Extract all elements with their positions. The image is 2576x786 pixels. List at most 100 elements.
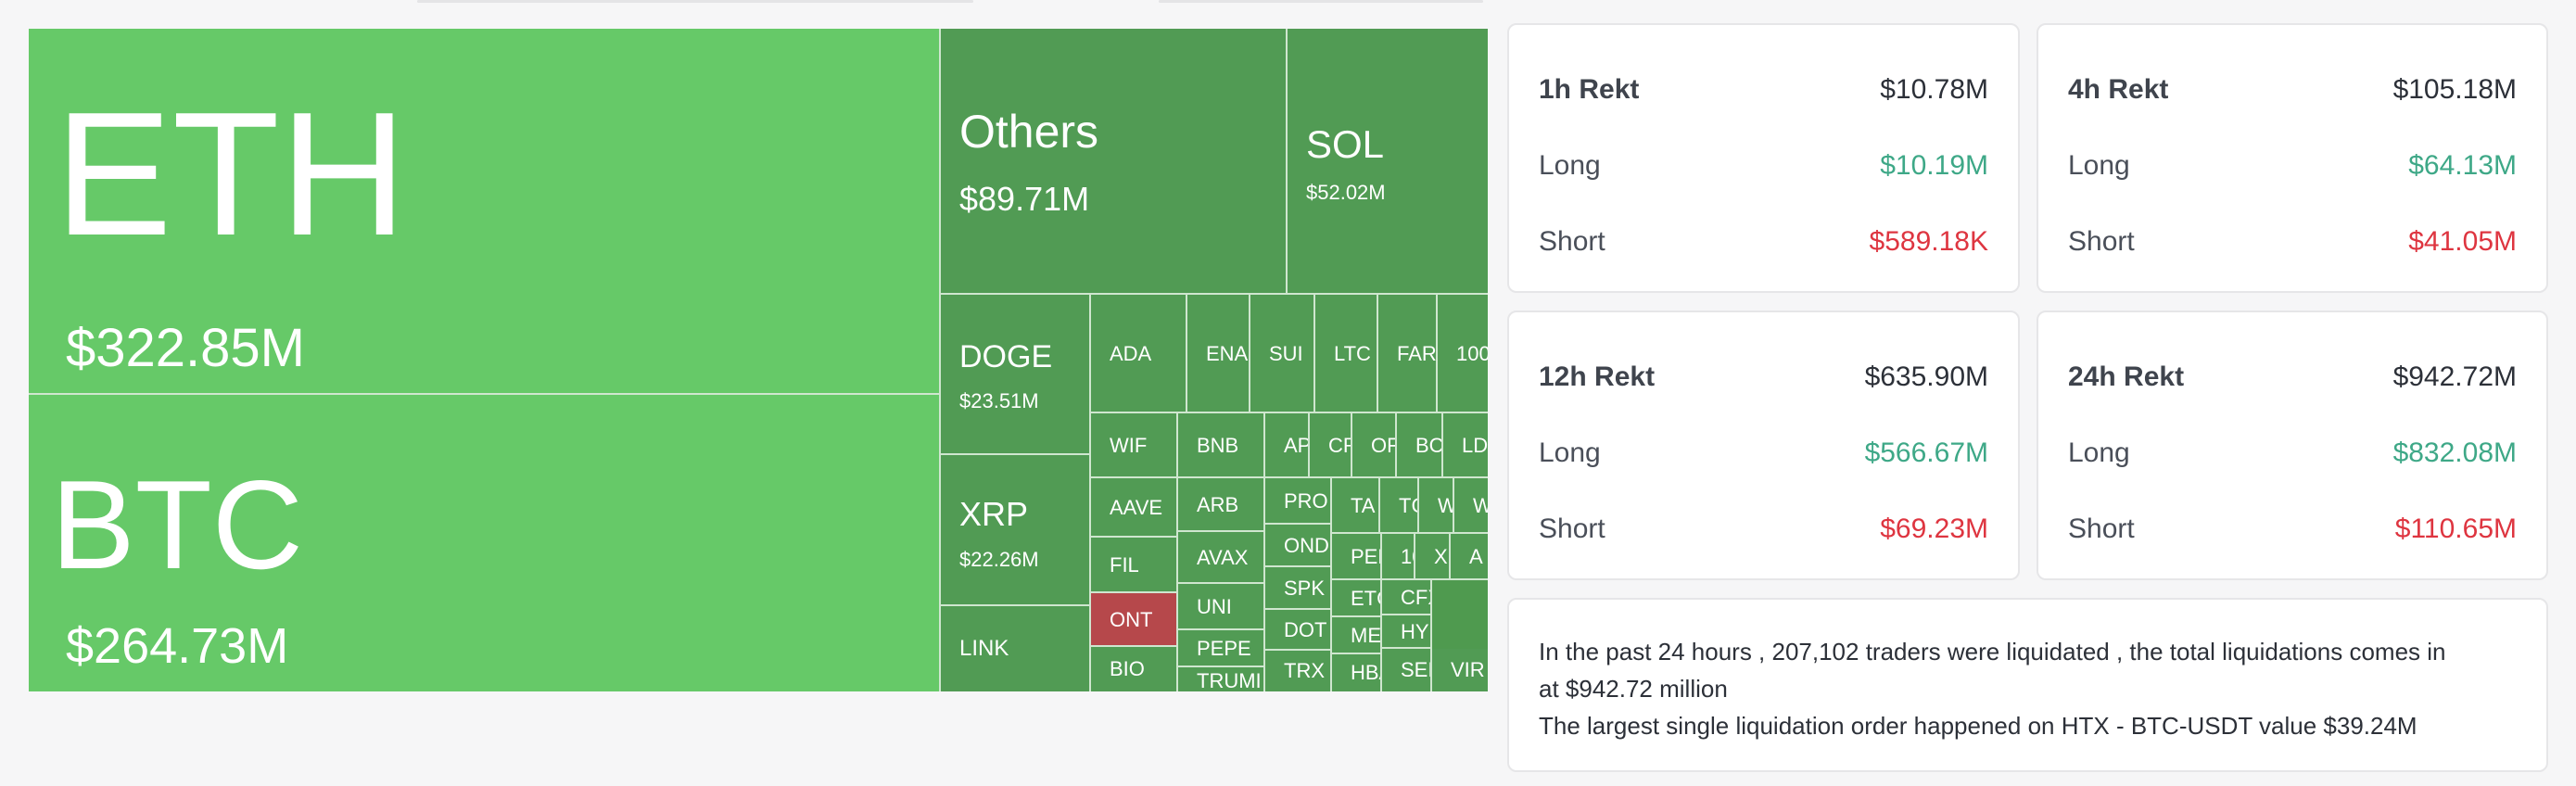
card-total: $942.72M — [2392, 361, 2517, 392]
tile-symbol: HBA — [1351, 661, 1380, 684]
tile-symbol: PRO — [1284, 489, 1328, 513]
tile-btc[interactable]: BTC $264.73M — [29, 395, 941, 691]
card-title: 1h Rekt — [1539, 74, 1640, 105]
long-value: $566.67M — [1864, 437, 1988, 468]
tile-trx[interactable]: TRX — [1265, 651, 1332, 691]
tile-symbol: PEN — [1351, 545, 1380, 568]
row-long: Long $566.67M — [1539, 435, 1988, 472]
tile-wif[interactable]: WIF — [1091, 413, 1178, 478]
tile-dot[interactable]: DOT — [1265, 610, 1332, 651]
tile-100[interactable]: 100 — [1438, 295, 1488, 413]
tile-value: $89.71M — [959, 180, 1090, 218]
tile-symbol: DOT — [1284, 618, 1327, 641]
summary-line-1: In the past 24 hours , 207,102 traders w… — [1539, 638, 2446, 666]
tile-xrp[interactable]: XRP $22.26M — [941, 455, 1091, 606]
row-long: Long $64.13M — [2068, 147, 2517, 184]
tile-ta[interactable]: TA — [1332, 478, 1380, 534]
tile-link[interactable]: LINK — [941, 606, 1091, 691]
long-label: Long — [2068, 150, 2130, 181]
tile-x[interactable]: X — [1415, 534, 1451, 580]
tile-eth[interactable]: ETH $322.85M — [29, 29, 941, 395]
tile-symbol: FAR — [1397, 342, 1437, 365]
tile-symbol: ETH — [55, 76, 407, 273]
tile-symbol: BC — [1415, 434, 1443, 457]
tile-ap[interactable]: AP — [1265, 413, 1310, 478]
tile-hba[interactable]: HBA — [1332, 654, 1382, 691]
tile-men[interactable]: MEN — [1332, 617, 1382, 654]
tile-symbol: WIF — [1110, 434, 1148, 457]
tile-ena[interactable]: ENA — [1187, 295, 1250, 413]
tile-symbol: UNI — [1197, 595, 1232, 618]
tile-bio[interactable]: BIO — [1091, 647, 1178, 691]
tile-pen[interactable]: PEN — [1332, 534, 1382, 580]
tile-symbol: TC — [1399, 494, 1417, 517]
short-label: Short — [2068, 226, 2135, 257]
tile-ond[interactable]: OND — [1265, 525, 1332, 567]
short-value: $69.23M — [1880, 513, 1988, 544]
liquidation-summary: In the past 24 hours , 207,102 traders w… — [1507, 598, 2548, 772]
tile-w[interactable]: W — [1419, 478, 1454, 534]
tile-vir[interactable]: VIR — [1432, 649, 1488, 691]
top-scroll-indicator-left — [417, 0, 973, 3]
tile-10[interactable]: 10 — [1382, 534, 1415, 580]
row-short: Short $589.18K — [1539, 223, 1988, 260]
tile-bnb[interactable]: BNB — [1178, 413, 1265, 478]
tile-doge[interactable]: DOGE $23.51M — [941, 295, 1091, 455]
tile-sui[interactable]: SUI — [1250, 295, 1315, 413]
card-total: $635.90M — [1864, 361, 1988, 392]
tile-symbol: SPK — [1284, 577, 1326, 600]
tile-symbol: X — [1434, 545, 1448, 568]
liquidation-treemap: ETH $322.85M BTC $264.73M Others $89.71M… — [29, 29, 1488, 691]
tile-symbol: 10 — [1401, 545, 1414, 568]
tile-avax[interactable]: AVAX — [1178, 532, 1265, 584]
tile-aave[interactable]: AAVE — [1091, 478, 1178, 538]
short-value: $110.65M — [2394, 513, 2517, 544]
short-value: $41.05M — [2408, 226, 2517, 257]
tile-symbol: ETC — [1351, 587, 1380, 610]
tile-ada[interactable]: ADA — [1091, 295, 1187, 413]
tile-ltc[interactable]: LTC — [1315, 295, 1378, 413]
tile-trumi[interactable]: TRUMI — [1178, 667, 1265, 691]
tile-hyf[interactable]: HYF — [1382, 615, 1432, 649]
tile-arb[interactable]: ARB — [1178, 478, 1265, 532]
tile-cfx[interactable]: CFX — [1382, 580, 1432, 615]
tile-of[interactable]: OF — [1352, 413, 1397, 478]
tile-ld[interactable]: LD — [1443, 413, 1488, 478]
tile-symbol: TRUMI — [1197, 669, 1262, 691]
tile-bc[interactable]: BC — [1397, 413, 1443, 478]
tile-symbol: SUI — [1269, 342, 1303, 365]
tile-fil[interactable]: FIL — [1091, 538, 1178, 593]
tile-etc[interactable]: ETC — [1332, 580, 1382, 617]
tile-symbol: SOL — [1306, 122, 1385, 166]
row-long: Long $10.19M — [1539, 147, 1988, 184]
tile-symbol: AP — [1284, 434, 1310, 457]
card-12h-rekt: 12h Rekt $635.90M Long $566.67M Short $6… — [1507, 311, 2020, 580]
tile-far[interactable]: FAR — [1378, 295, 1438, 413]
tile-w[interactable]: W — [1454, 478, 1488, 534]
tile-sol[interactable]: SOL $52.02M — [1288, 29, 1488, 295]
tile-symbol: OND — [1284, 534, 1329, 557]
summary-line-2: at $942.72 million — [1539, 675, 1728, 703]
tile-spk[interactable]: SPK — [1265, 567, 1332, 610]
tile-symbol: CR — [1328, 434, 1351, 457]
tile-pro[interactable]: PRO — [1265, 478, 1332, 525]
tile-symbol: BIO — [1110, 657, 1145, 680]
tile-uni[interactable]: UNI — [1178, 584, 1265, 630]
tile-pepe[interactable]: PEPE — [1178, 630, 1265, 667]
tile-ont[interactable]: ONT — [1091, 593, 1178, 647]
tile-cr[interactable]: CR — [1310, 413, 1352, 478]
short-value: $589.18K — [1869, 226, 1988, 257]
tile-sei[interactable]: SEI — [1382, 649, 1432, 691]
tile-symbol: AAVE — [1110, 496, 1163, 519]
row-short: Short $110.65M — [2068, 511, 2517, 548]
tile-tc[interactable]: TC — [1380, 478, 1419, 534]
row-total: 1h Rekt $10.78M — [1539, 71, 1988, 108]
tile-value: $22.26M — [959, 548, 1039, 571]
tile-others[interactable]: Others $89.71M — [941, 29, 1288, 295]
row-total: 4h Rekt $105.18M — [2068, 71, 2517, 108]
long-value: $10.19M — [1880, 150, 1988, 181]
tile-value: $264.73M — [66, 618, 289, 674]
long-value: $64.13M — [2408, 150, 2517, 181]
tile-symbol: TRX — [1284, 659, 1325, 682]
tile-a[interactable]: A — [1451, 534, 1488, 580]
